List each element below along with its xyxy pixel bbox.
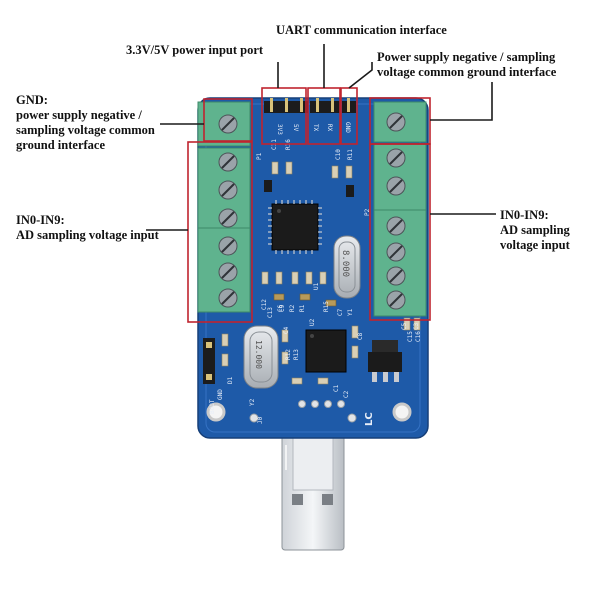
label-gnd-left-line-4: ground interface (16, 138, 105, 152)
pin-label-tx: TX (312, 124, 319, 132)
callout-box-in-right (369, 143, 431, 321)
leader-gnd-right-top (348, 62, 373, 89)
silk-ref-u1: U1 (313, 282, 320, 290)
silk-ref-r11: R11 (347, 149, 354, 160)
silk-ref-u2: U2 (309, 318, 316, 326)
label-gnd-right: Power supply negative / sampling voltage… (377, 50, 556, 80)
silk-ref-c13: C13 (267, 307, 274, 318)
pin-label-gnd: GND (344, 122, 351, 133)
leader-gnd-right-side (430, 82, 493, 121)
silk-gnd: GND (217, 389, 224, 400)
label-uart: UART communication interface (276, 23, 447, 38)
silk-ref-c10: C10 (335, 149, 342, 160)
silk-boot: BOOT (209, 399, 216, 414)
label-gnd-right-line-1: Power supply negative / sampling (377, 50, 556, 64)
terminal-block-right (373, 101, 427, 317)
silk-ref-c6: C6 (277, 304, 284, 312)
silk-ref-c1: C1 (333, 384, 340, 392)
silk-ref-r15: R15 (323, 301, 330, 312)
silk-ref-p2: P2 (364, 208, 371, 216)
silk-ref-r1: R1 (299, 304, 306, 312)
callout-boxes (187, 87, 431, 323)
label-in-right: IN0-IN9: AD sampling voltage input (500, 208, 570, 253)
label-in-right-line-2: AD sampling (500, 223, 570, 237)
silk-ref-c16: C16 (415, 331, 422, 342)
callout-box-in-left (187, 141, 253, 323)
label-power-input: 3.3V/5V power input port (126, 43, 263, 58)
label-in-right-line-1: IN0-IN9: (500, 208, 549, 222)
crystal-main-label: 8.000 (340, 250, 350, 277)
silk-ref-j0: J0 (257, 416, 264, 424)
silk-ref-c8: C8 (357, 332, 364, 340)
header-pins: 3V3 5V TX RX GND (264, 98, 356, 135)
label-in-left: IN0-IN9: AD sampling voltage input (16, 213, 159, 243)
silk-ref-c5: C5 (401, 322, 408, 330)
silk-ref-c4: C4 (283, 326, 290, 334)
silk-brand: LC (364, 412, 375, 426)
label-power-input-line: 3.3V/5V power input port (126, 43, 264, 57)
silk-ref-y1: Y1 (347, 308, 354, 316)
pin-label-3v3: 3V3 (276, 124, 283, 135)
silk-ref-c9: C9 (279, 304, 286, 312)
callout-leaders (146, 44, 496, 231)
label-gnd-right-line-2: voltage common ground interface (377, 65, 557, 79)
terminal-block-left (197, 101, 251, 313)
silk-ref-y2: Y2 (249, 398, 256, 406)
silk-ref-c3: C3 (413, 322, 420, 330)
label-uart-line: UART communication interface (276, 23, 447, 37)
silk-ref-c2: C2 (343, 390, 350, 398)
label-in-left-line-2: AD sampling voltage input (16, 228, 159, 242)
callout-box-gnd-left (203, 98, 253, 142)
label-in-left-line-1: IN0-IN9: (16, 213, 65, 227)
label-gnd-left-line-3: sampling voltage common (16, 123, 155, 137)
silk-ref-r12: R12 (285, 349, 292, 360)
label-in-right-line-3: voltage input (500, 238, 570, 252)
silk-ref-r13: R13 (293, 349, 300, 360)
crystal-small-label: 12.000 (254, 340, 263, 369)
pin-label-5v: 5V (292, 124, 299, 132)
silk-ref-r2: R2 (289, 304, 296, 312)
pin-label-rx: RX (326, 124, 333, 132)
label-gnd-left: GND: power supply negative / sampling vo… (16, 93, 155, 153)
components: 8.000 12.000 (203, 139, 422, 426)
label-gnd-left-line-2: power supply negative / (16, 108, 142, 122)
callout-box-power-pins (261, 87, 307, 145)
silk-ref-c7: C7 (337, 308, 344, 316)
label-gnd-left-line-1: GND: (16, 93, 48, 107)
silk-ref-p1: P1 (256, 152, 263, 160)
silk-ref-c15: C15 (407, 331, 414, 342)
silk-ref-d1: D1 (227, 376, 234, 384)
silk-ref-c12: C12 (261, 299, 268, 310)
